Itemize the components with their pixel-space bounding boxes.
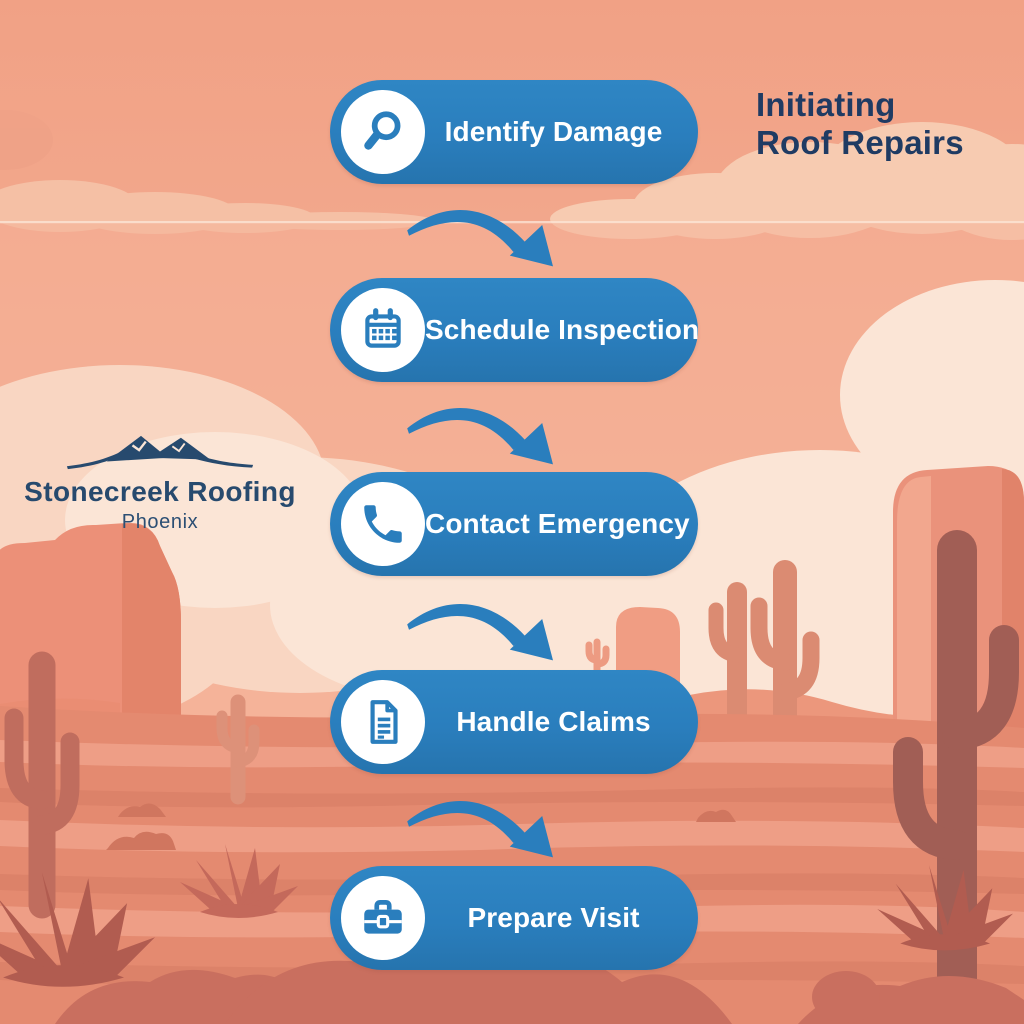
distant-cactus-icon xyxy=(585,638,610,678)
step-pill-prepare-visit: Prepare Visit xyxy=(330,866,698,970)
step-icon-circle xyxy=(341,90,425,174)
step-pill-identify-damage: Identify Damage xyxy=(330,80,698,184)
magnifier-icon xyxy=(364,111,401,150)
curved-arrow-icon xyxy=(407,210,553,267)
rocks xyxy=(106,803,736,850)
step-pill-schedule-inspection: Schedule Inspection xyxy=(330,278,699,382)
company-location: Phoenix xyxy=(121,511,199,533)
toolbox-icon xyxy=(364,900,402,934)
step-label: Contact Emergency xyxy=(425,508,690,539)
desert-floor xyxy=(0,706,1024,1024)
curved-arrow-icon xyxy=(407,801,553,858)
cactus-left xyxy=(4,651,80,919)
page-title-line2: Roof Repairs xyxy=(756,124,964,161)
phone-icon xyxy=(364,505,402,543)
foreground-mounds xyxy=(55,945,1024,1024)
document-icon xyxy=(370,700,398,744)
curved-arrow-icon xyxy=(407,408,553,465)
curved-arrow-icon xyxy=(407,604,553,661)
page-title: Initiating Roof Repairs xyxy=(756,86,1006,162)
step-label: Handle Claims xyxy=(456,706,651,737)
company-name: Stonecreek Roofing xyxy=(24,476,296,507)
step-pill-handle-claims: Handle Claims xyxy=(330,670,698,774)
mountain-range-icon xyxy=(66,435,254,470)
step-icon-circle xyxy=(341,288,425,372)
horizon-line xyxy=(0,221,1024,224)
step-icon-circle xyxy=(341,680,425,764)
calendar-icon xyxy=(365,308,401,348)
step-pill-contact-emergency: Contact Emergency xyxy=(330,472,698,576)
step-icon-circle xyxy=(341,482,425,566)
step-icon-circle xyxy=(341,876,425,960)
page-title-line1: Initiating xyxy=(756,86,896,123)
step-label: Schedule Inspection xyxy=(425,314,700,345)
small-cactus xyxy=(216,694,260,805)
company-logo: Stonecreek Roofing Phoenix xyxy=(15,430,305,534)
step-label: Identify Damage xyxy=(444,116,663,147)
saguaro-cactus-right xyxy=(893,530,1019,1024)
step-label: Prepare Visit xyxy=(467,902,640,933)
